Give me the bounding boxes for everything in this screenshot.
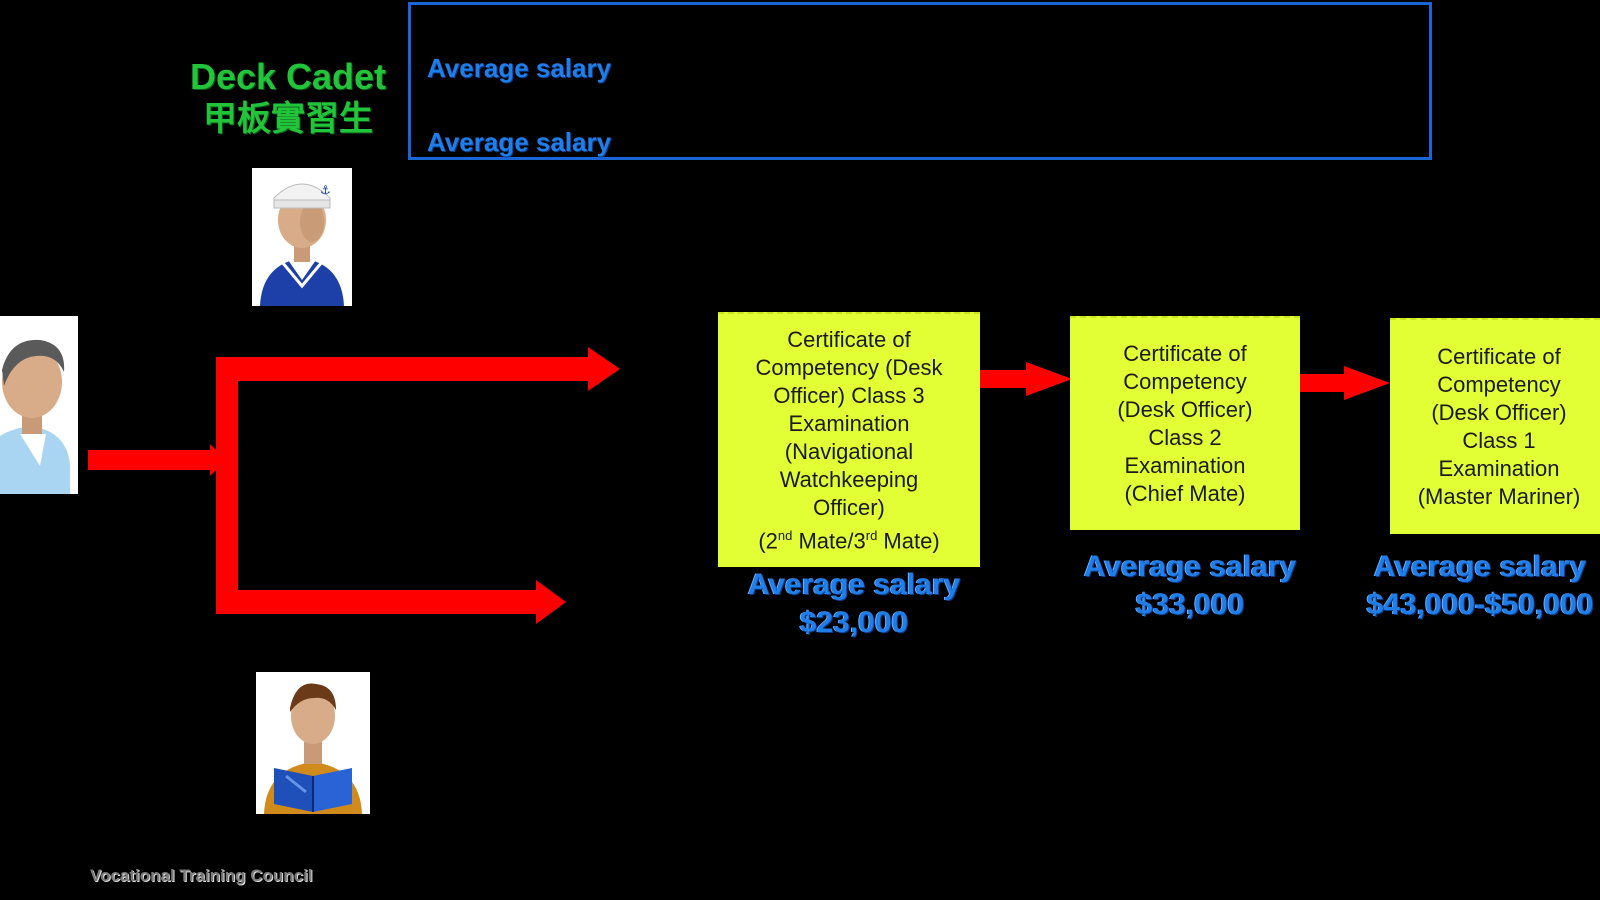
cert-class1-line: (Master Mariner) — [1417, 484, 1581, 509]
cert-class1-line: Class 1 — [1462, 428, 1536, 453]
cert-class1-line: Examination — [1438, 456, 1560, 481]
cert-class3-box: Certificate of Competency (Desk Officer)… — [718, 312, 980, 567]
arrow-c2-c3-shaft — [1298, 374, 1348, 392]
info-salary-label-1: Average salary — [427, 53, 612, 83]
rank-a: 2 — [765, 528, 778, 554]
cert-class1-line: Certificate of — [1437, 344, 1561, 369]
cert-class2-line: (Desk Officer) — [1117, 397, 1253, 422]
student-reading-icon — [256, 672, 370, 814]
arrow-upper-head — [588, 347, 620, 391]
salary-class1-label: Average salary — [1373, 550, 1587, 583]
salary-class2-label: Average salary — [1083, 550, 1297, 583]
arrow-main-shaft — [88, 450, 216, 470]
cert-class3-line: Examination — [788, 410, 910, 436]
cert-class3-line: Officer) Class 3 — [773, 382, 925, 408]
rank-prefix: ( — [758, 528, 766, 554]
cert-class3-line: Officer) — [813, 494, 885, 520]
deck-cadet-title-zh: 甲板實習生 — [203, 99, 373, 139]
rank-a-sup: nd — [777, 527, 793, 543]
salary-class1-value: $43,000-$50,000 — [1366, 588, 1594, 621]
svg-text:⚓: ⚓ — [320, 183, 331, 197]
cert-class1-line: Competency — [1437, 372, 1561, 397]
cert-class1-box: Certificate of Competency (Desk Officer)… — [1390, 318, 1600, 534]
cert-class2-box: Certificate of Competency (Desk Officer)… — [1070, 316, 1300, 530]
cert-class2-line: Examination — [1124, 453, 1246, 478]
arrow-c2-c3-head — [1344, 366, 1390, 400]
arrow-c1-c2-shaft — [980, 370, 1030, 388]
salary-info-box: Average salary Average salary — [408, 2, 1432, 160]
cert-class2-line: Certificate of — [1123, 341, 1247, 366]
footer-organization: Vocational Training Council — [90, 866, 313, 885]
salary-class3-label: Average salary — [747, 568, 961, 601]
cert-class2-line: Competency — [1123, 369, 1247, 394]
salary-class1: Average salary $43,000-$50,000 — [1360, 548, 1600, 624]
cert-class1-line: (Desk Officer) — [1431, 400, 1567, 425]
arrow-lower-head — [536, 580, 566, 624]
arrow-lower-shaft — [216, 590, 540, 614]
sailor-icon: ⚓ — [252, 168, 352, 306]
cert-class3-line: Certificate of — [787, 326, 911, 352]
arrow-c1-c2-head — [1026, 362, 1072, 396]
cert-class2-line: (Chief Mate) — [1124, 481, 1246, 506]
arrow-trunk — [216, 357, 238, 613]
cert-class3-rank-line: (2nd Mate/3rd Mate) — [755, 522, 942, 555]
cert-class3-line: (Navigational — [784, 438, 914, 464]
deck-cadet-title: Deck Cadet 甲板實習生 — [178, 56, 398, 140]
rank-mid: Mate/3 — [792, 528, 866, 554]
cert-class3-line: Competency (Desk — [755, 354, 943, 380]
arrow-upper-shaft — [216, 357, 592, 381]
salary-class2: Average salary $33,000 — [1070, 548, 1310, 624]
cert-class2-line: Class 2 — [1148, 425, 1222, 450]
rank-b-sup: rd — [865, 527, 878, 543]
rank-end: Mate) — [877, 528, 940, 554]
salary-class3-value: $23,000 — [799, 606, 909, 639]
person-icon — [0, 316, 78, 494]
cert-class3-line: Watchkeeping — [779, 466, 919, 492]
salary-class2-value: $33,000 — [1135, 588, 1245, 621]
info-salary-label-2: Average salary — [427, 127, 612, 157]
deck-cadet-title-en: Deck Cadet — [189, 56, 387, 97]
salary-class3: Average salary $23,000 — [734, 566, 974, 642]
